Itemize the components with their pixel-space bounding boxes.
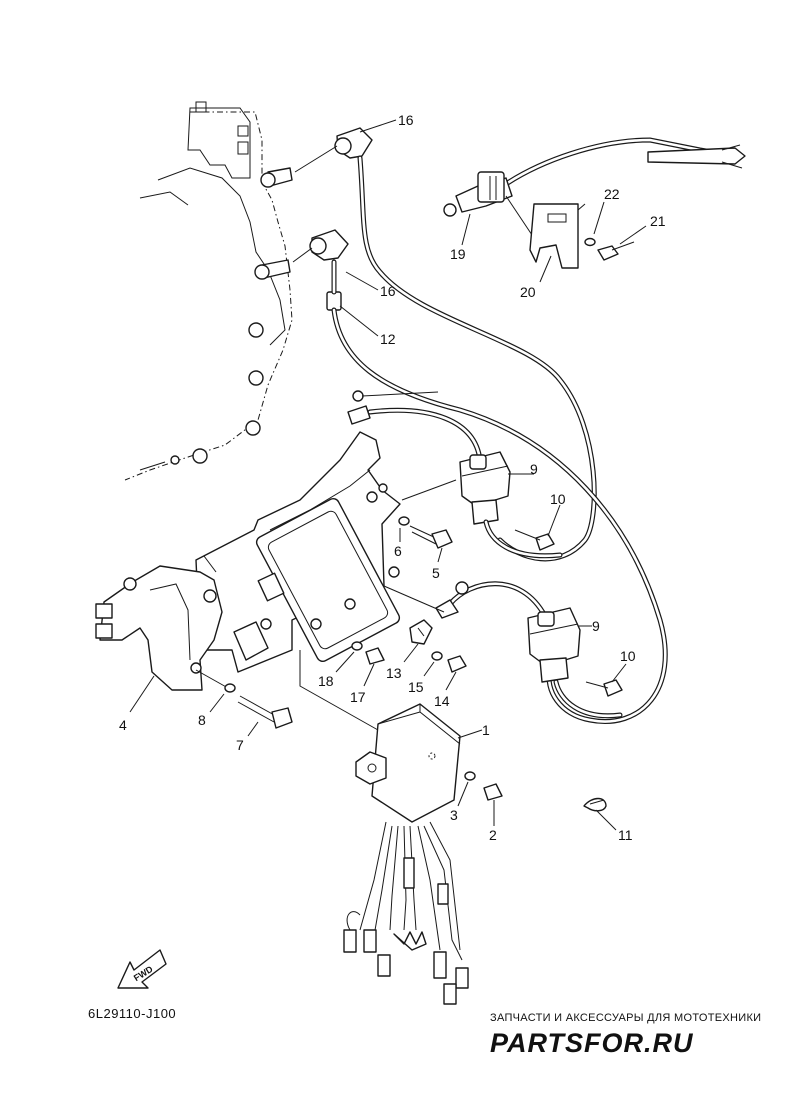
washer-8 — [224, 683, 236, 693]
bracket-20 — [529, 203, 586, 269]
engine-block-outline — [124, 101, 293, 481]
washer-15 — [431, 651, 443, 661]
mounting-plate — [195, 431, 401, 673]
engine-boss — [170, 455, 180, 465]
bolt-21 — [597, 241, 635, 261]
callout-16-lower: 16 — [380, 283, 396, 299]
washer-22 — [584, 237, 596, 247]
callout-12: 12 — [380, 331, 396, 347]
diagram-code: 6L29110-J100 — [88, 1006, 176, 1021]
callout-9-lower: 9 — [592, 618, 600, 634]
leader — [299, 650, 379, 731]
plug-cap-16-upper — [334, 127, 597, 562]
callout-2: 2 — [489, 827, 497, 843]
callout-18: 18 — [318, 673, 334, 689]
clip-13 — [409, 619, 433, 645]
rubber-grommet-12 — [326, 291, 342, 311]
callout-1: 1 — [482, 722, 490, 738]
bolt-17 — [365, 647, 385, 665]
callout-3: 3 — [450, 807, 458, 823]
callout-13: 13 — [386, 665, 402, 681]
callout-6: 6 — [394, 543, 402, 559]
cdi-unit-1 — [343, 703, 469, 1005]
callout-10-upper: 10 — [550, 491, 566, 507]
callout-10-lower: 10 — [620, 648, 636, 664]
ignition-coil-9-lower — [435, 581, 623, 719]
leader — [294, 145, 338, 173]
washer-3 — [464, 771, 476, 781]
leader — [401, 479, 457, 501]
callouts: 16 16 12 19 20 22 21 9 10 9 10 6 5 4 8 7… — [119, 112, 666, 843]
leader — [292, 247, 313, 263]
callout-8: 8 — [198, 712, 206, 728]
ignition-coil-9-upper — [347, 390, 563, 559]
callout-14: 14 — [434, 693, 450, 709]
washer-18 — [351, 641, 363, 651]
callout-5: 5 — [432, 565, 440, 581]
callout-11: 11 — [618, 827, 633, 843]
bolt-2 — [483, 783, 503, 801]
callout-20: 20 — [520, 284, 536, 300]
callout-17: 17 — [350, 689, 366, 705]
callout-4: 4 — [119, 717, 127, 733]
engine-boss — [245, 420, 261, 436]
bolt-10-upper — [514, 529, 555, 551]
spark-plug-upper — [260, 167, 293, 188]
fwd-arrow: FWD — [117, 949, 167, 989]
callout-15: 15 — [408, 679, 424, 695]
bolt-5 — [409, 525, 453, 549]
watermark-logo: PARTSFOR.RU — [490, 1028, 694, 1058]
plug-cap-16-lower — [309, 229, 668, 724]
washer-6 — [398, 516, 410, 526]
engine-boss — [192, 448, 208, 464]
bolt-7 — [237, 695, 293, 729]
bolt-14 — [447, 655, 467, 673]
engine-boss — [248, 370, 264, 386]
callout-21: 21 — [650, 213, 666, 229]
callout-9-upper: 9 — [530, 461, 538, 477]
engine-boss — [248, 322, 264, 338]
leader — [195, 669, 229, 689]
callout-22: 22 — [604, 186, 620, 202]
clamp-11 — [583, 797, 607, 812]
callout-19: 19 — [450, 246, 466, 262]
spark-plug-lower — [254, 259, 291, 280]
leader — [383, 585, 445, 613]
callout-16-upper: 16 — [398, 112, 414, 128]
bracket-4 — [95, 555, 223, 691]
watermark-caption: ЗАПЧАСТИ И АКСЕССУАРЫ ДЛЯ МОТОТЕХНИКИ — [490, 1012, 761, 1024]
sensor-19 — [443, 137, 746, 236]
bolt-10-lower — [585, 679, 623, 697]
callout-7: 7 — [236, 737, 244, 753]
